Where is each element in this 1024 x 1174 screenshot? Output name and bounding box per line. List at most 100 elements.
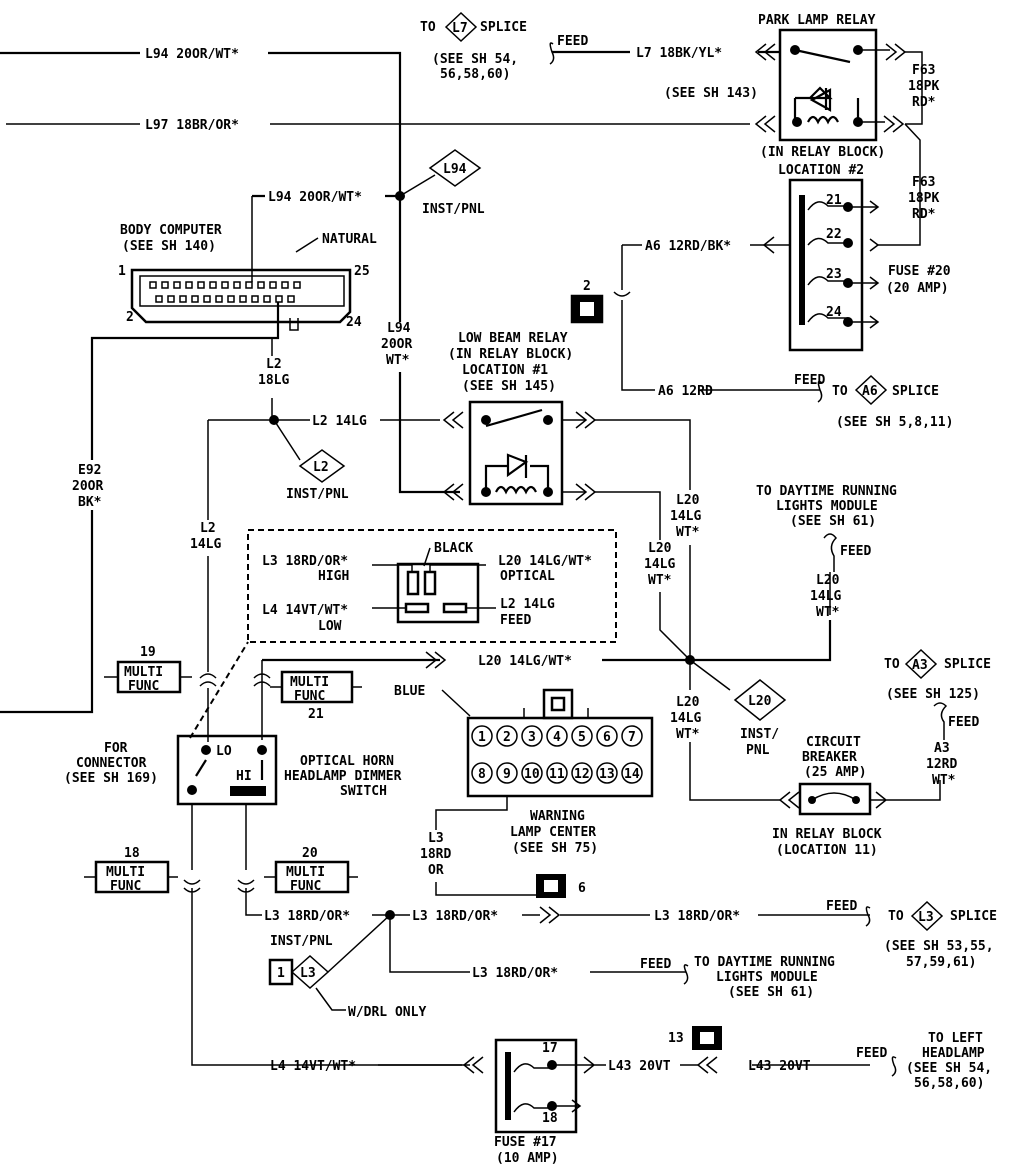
svg-text:17: 17 <box>542 1041 558 1056</box>
svg-text:L2: L2 <box>266 357 282 372</box>
svg-text:TO: TO <box>420 20 436 35</box>
l20-wires: L20 14LG WT* L20 14LG WT* L20 14LG/WT* L… <box>262 419 897 801</box>
svg-text:SPLICE: SPLICE <box>944 657 991 672</box>
svg-text:20OR: 20OR <box>381 337 412 352</box>
svg-text:13: 13 <box>599 767 615 782</box>
svg-text:2: 2 <box>503 730 511 745</box>
svg-text:56,58,60): 56,58,60) <box>914 1076 984 1091</box>
fuse-20-block: 21 22 23 24 FUSE #20 (20 AMP) <box>788 178 951 352</box>
svg-text:1: 1 <box>478 730 486 745</box>
wlc-pins-bottom: 8 9 10 11 12 13 14 <box>471 762 643 784</box>
f63-wires: F63 18PK RD* F63 18PK RD* <box>878 51 939 246</box>
svg-text:TO LEFT: TO LEFT <box>928 1031 983 1046</box>
l3-wires: L3 18RD/OR* L3 18RD/OR* L3 18RD/OR* 6 FE… <box>264 874 997 1020</box>
svg-text:INST/: INST/ <box>740 727 779 742</box>
svg-text:2: 2 <box>583 279 591 294</box>
svg-text:LO: LO <box>216 744 232 759</box>
svg-text:6: 6 <box>578 881 586 896</box>
l94-top-wire: L94 20OR/WT* <box>0 47 402 192</box>
svg-text:(LOCATION 11): (LOCATION 11) <box>776 843 878 858</box>
svg-text:18PK: 18PK <box>908 79 939 94</box>
svg-text:9: 9 <box>503 767 511 782</box>
svg-text:14LG: 14LG <box>670 509 701 524</box>
svg-text:(SEE SH 140): (SEE SH 140) <box>122 239 216 254</box>
svg-text:IN RELAY BLOCK: IN RELAY BLOCK <box>772 827 882 842</box>
svg-text:SWITCH: SWITCH <box>340 784 387 799</box>
svg-text:L3: L3 <box>300 966 316 981</box>
svg-text:L2 14LG: L2 14LG <box>500 597 555 612</box>
svg-text:F63: F63 <box>912 63 935 78</box>
park-lamp-relay: PARK LAMP RELAY (SEE SH 143) (IN RELAY B… <box>664 13 907 178</box>
l2-wires: L2 18LG L2 14LG L2 INST/PNL L2 14LG <box>190 338 464 742</box>
body-computer-pins-top <box>149 281 301 289</box>
l7-splice-diamond <box>444 11 478 43</box>
svg-text:L20: L20 <box>676 493 700 508</box>
svg-text:(SEE SH 54,: (SEE SH 54, <box>432 52 518 67</box>
svg-text:OR: OR <box>428 863 444 878</box>
svg-text:4: 4 <box>553 730 561 745</box>
svg-text:L3 18RD/OR*: L3 18RD/OR* <box>654 909 740 924</box>
svg-text:L20 14LG/WT*: L20 14LG/WT* <box>478 654 572 669</box>
svg-text:L20: L20 <box>676 695 700 710</box>
svg-text:L20: L20 <box>648 541 672 556</box>
svg-text:OPTICAL: OPTICAL <box>500 569 555 584</box>
svg-text:5: 5 <box>578 730 586 745</box>
svg-text:HEADLAMP: HEADLAMP <box>922 1046 985 1061</box>
multi-func-18: 18 MULTI FUNC <box>84 846 178 894</box>
svg-text:FEED: FEED <box>794 373 825 388</box>
svg-text:LOCATION #1: LOCATION #1 <box>462 363 548 378</box>
svg-text:HI: HI <box>236 769 252 784</box>
svg-text:WT*: WT* <box>386 353 410 368</box>
body-computer: BODY COMPUTER (SEE SH 140) NATURAL 1 25 … <box>118 196 377 331</box>
svg-text:FEED: FEED <box>840 544 871 559</box>
svg-text:INST/PNL: INST/PNL <box>422 202 485 217</box>
multi-func-19: 19 MULTI FUNC <box>104 645 192 694</box>
svg-text:12: 12 <box>574 767 590 782</box>
svg-text:W/DRL ONLY: W/DRL ONLY <box>348 1005 426 1020</box>
svg-text:14: 14 <box>624 767 640 782</box>
body-computer-pins-bottom <box>155 295 295 303</box>
svg-text:L3: L3 <box>428 831 444 846</box>
svg-text:L20: L20 <box>748 694 772 709</box>
connector-detail: L3 18RD/OR* HIGH BLACK L20 14LG/WT* OPTI… <box>247 529 617 643</box>
svg-text:L7 18BK/YL*: L7 18BK/YL* <box>636 46 722 61</box>
svg-text:FOR: FOR <box>104 741 128 756</box>
svg-text:WT*: WT* <box>676 525 700 540</box>
l97-top-wire: L97 18BR/OR* <box>6 115 776 133</box>
svg-text:LOW: LOW <box>318 619 342 634</box>
svg-text:FEED: FEED <box>640 957 671 972</box>
svg-text:FEED: FEED <box>557 34 588 49</box>
svg-text:INST/PNL: INST/PNL <box>270 934 333 949</box>
svg-text:1: 1 <box>277 966 285 981</box>
svg-text:LIGHTS MODULE: LIGHTS MODULE <box>776 499 878 514</box>
svg-text:(SEE SH 53,55,: (SEE SH 53,55, <box>884 939 994 954</box>
svg-text:L20: L20 <box>816 573 840 588</box>
svg-text:A6 12RD/BK*: A6 12RD/BK* <box>645 239 731 254</box>
svg-text:L2 14LG: L2 14LG <box>312 414 367 429</box>
multi-func-21: MULTI FUNC 21 <box>270 670 362 722</box>
a6-wires: A6 12RD/BK* A6 12RD 2 FEED TO A6 SPLICE … <box>570 236 953 430</box>
svg-text:PNL: PNL <box>746 743 770 758</box>
svg-text:WARNING: WARNING <box>530 809 585 824</box>
wlc-pins-top: 1 2 3 4 5 6 7 <box>471 725 643 747</box>
svg-text:L2: L2 <box>200 521 216 536</box>
svg-text:(10 AMP): (10 AMP) <box>496 1151 559 1166</box>
svg-text:WT*: WT* <box>648 573 672 588</box>
svg-text:14LG: 14LG <box>810 589 841 604</box>
fuse20-pin-23: 23 <box>826 267 842 282</box>
l4-fuse17-wires: L4 14VT/WT* 17 18 FUSE #17 (10 AMP) L43 … <box>270 1026 992 1166</box>
svg-text:L4 14VT/WT*: L4 14VT/WT* <box>270 1059 356 1074</box>
svg-text:2: 2 <box>126 310 134 325</box>
svg-text:A6: A6 <box>862 384 878 399</box>
fuse20-pin-24: 24 <box>826 305 842 320</box>
svg-text:25: 25 <box>354 264 370 279</box>
svg-text:L3 18RD/OR*: L3 18RD/OR* <box>262 554 348 569</box>
l94-splice: L94 20OR/WT* L94 INST/PNL L94 20OR WT* <box>252 149 485 494</box>
svg-text:CONNECTOR: CONNECTOR <box>76 756 147 771</box>
svg-text:19: 19 <box>140 645 156 660</box>
multi-func-20: 20 MULTI FUNC <box>264 846 358 894</box>
svg-text:14LG: 14LG <box>190 537 221 552</box>
svg-text:FEED: FEED <box>948 715 979 730</box>
svg-text:BODY COMPUTER: BODY COMPUTER <box>120 223 222 238</box>
